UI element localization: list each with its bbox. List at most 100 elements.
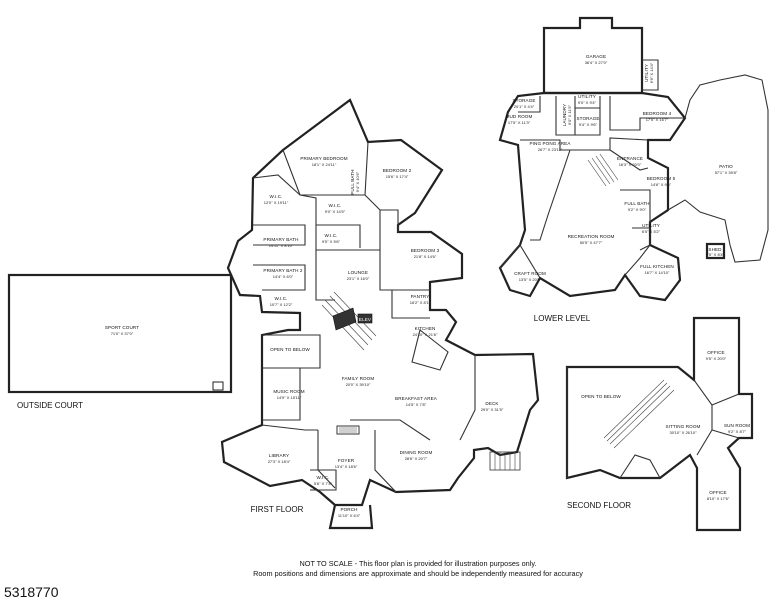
lower-level-label: LOWER LEVEL (534, 314, 591, 323)
room-dim: 11'10" X 6'4" (338, 513, 361, 518)
room-name: SITTING ROOM (666, 424, 701, 429)
room-name: PING PONG AREA (530, 141, 572, 146)
room-name: PANTRY (411, 294, 430, 299)
room-name: LOUNGE (348, 270, 368, 275)
room-name: BEDROOM 5 (647, 176, 676, 181)
room-name: RECREATION ROOM (568, 234, 615, 239)
sport-court-dim: 71'0" X 37'0" (111, 331, 134, 336)
room-dim: 50'5" X 47'7" (580, 240, 603, 245)
room-dim: 16'7" X 14'10" (645, 270, 670, 275)
room-dim: 30'10" X 26'10" (669, 430, 697, 435)
room-dim: 21'8" X 14'6" (414, 254, 437, 259)
room-name: LAUNDRY (562, 104, 567, 127)
room-dim: 13'4" X 18'6" (335, 464, 358, 469)
room-dim: 12'0" X 19'11" (264, 200, 289, 205)
room-name: SHED (708, 247, 722, 252)
shed-outline (705, 242, 726, 260)
room-name: ENTRANCE (617, 156, 643, 161)
room-dim: 14'9" X 15'11" (277, 395, 302, 400)
room-name: UTILITY (642, 223, 660, 228)
sport-court-outline (7, 273, 233, 394)
room-name: FAMILY ROOM (342, 376, 375, 381)
garage-outline (542, 16, 644, 95)
room-name: PRIMARY BATH 2 (263, 268, 303, 273)
room-dim: 9'0" X 9'4" (578, 100, 597, 105)
outside-court-section: SPORT COURT 71'0" X 37'0" OUTSIDE COURT (7, 273, 233, 410)
room-dim: 6'9" X 14'4" (649, 62, 654, 83)
room-dim: 27'3" X 18'4" (268, 459, 291, 464)
room-name: W.I.C. (274, 296, 287, 301)
room-name: UTILITY (644, 64, 649, 82)
room-name: OFFICE (707, 350, 724, 355)
elev-block (357, 313, 373, 324)
room-dim: 5'6" X 7'4" (314, 481, 333, 486)
room-name: BEDROOM 4 (643, 111, 672, 116)
room-dim: 9'4" X 9'6" (579, 122, 598, 127)
disclaimer-line-1: NOT TO SCALE - This floor plan is provid… (300, 559, 537, 568)
room-dim: 57'1" X 39'8" (715, 170, 738, 175)
room-dim: 28'6" X 20'7" (405, 456, 428, 461)
room-name: FULL BATH (350, 169, 355, 194)
room-dim: 26'7" X 23'11" (538, 147, 563, 152)
fireplace (336, 425, 360, 435)
room-name: FULL BATH (624, 201, 649, 206)
outside-court-label: OUTSIDE COURT (17, 401, 83, 410)
room-name: BEDROOM 2 (383, 168, 412, 173)
room-dim: 9'0" X 14'5" (325, 209, 346, 214)
room-name: ELEV (359, 317, 372, 322)
room-name: GARAGE (586, 54, 606, 59)
disclaimer-line-2: Room positions and dimensions are approx… (253, 569, 583, 578)
room-name: W.I.C. (269, 194, 282, 199)
sport-court-name: SPORT COURT (105, 325, 139, 330)
room-dim: 14'6" X 9'6" (651, 182, 672, 187)
room-dim: 6'5" X 5'2" (642, 229, 661, 234)
room-name: PATIO (719, 164, 733, 169)
room-name: STORAGE (576, 116, 599, 121)
room-dim: 17'5" X 11'3" (508, 120, 531, 125)
room-dim: 5'5" X 8'4" (706, 252, 725, 257)
first-floor-label: FIRST FLOOR (251, 505, 304, 514)
room-dim: 9'5" X 5'6" (322, 239, 341, 244)
second-floor-section: OFFICE 9'5" X 20'0" OPEN TO BELOW SITTIN… (565, 316, 754, 532)
room-name: OPEN TO BELOW (270, 347, 310, 352)
room-name: W.I.C. (328, 203, 341, 208)
room-name: OPEN TO BELOW (581, 394, 621, 399)
room-name: LIBRARY (269, 453, 289, 458)
room-dim: 9'4" X 10'6" (355, 171, 360, 192)
room-name: FULL KITCHEN (640, 264, 674, 269)
room-name: DINING ROOM (400, 450, 433, 455)
court-gate (212, 381, 224, 391)
second-floor-label: SECOND FLOOR (567, 501, 631, 510)
room-dim: 9'2" X 8'7" (728, 429, 747, 434)
room-dim: 24'10" X 21'6" (413, 332, 438, 337)
room-name: W.I.C. (324, 233, 337, 238)
room-dim: 16'3" X 20'0" (619, 162, 642, 167)
room-dim: 20'1" X 4'4" (514, 104, 535, 109)
room-name: PRIMARY BEDROOM (300, 156, 347, 161)
room-name: MUD ROOM (506, 114, 533, 119)
room-dim: 9'2" X 9'0" (628, 207, 647, 212)
room-name: UTILITY (578, 94, 596, 99)
room-dim: 36'4" X 27'0" (585, 60, 608, 65)
room-name: STORAGE (512, 98, 535, 103)
room-name: FOYER (338, 458, 355, 463)
first-floor-section: PRIMARY BEDROOM 18'1" X 24'11" BEDROOM 2… (220, 98, 540, 530)
room-dim: 29'0" X 31'5" (481, 407, 504, 412)
room-dim: 15'6" X 17'4" (386, 174, 409, 179)
room-name: BEDROOM 3 (411, 248, 440, 253)
room-dim: 9'5" X 20'0" (706, 356, 727, 361)
room-dim: 20'0" X 39'10" (346, 382, 371, 387)
room-dim: 8'10" X 17'6" (707, 496, 730, 501)
room-dim: 9'0" X 11'5" (567, 104, 572, 125)
porch-outline (328, 504, 374, 530)
room-dim: 14'5" X 7'8" (406, 402, 427, 407)
room-name: KITCHEN (415, 326, 436, 331)
second-floor-outline (565, 316, 754, 532)
second-floor-stair (603, 379, 675, 449)
room-name: PRIMARY BATH (263, 237, 298, 242)
room-dim: 14'4" X 6'0" (273, 274, 294, 279)
lower-level-section: GARAGE 36'4" X 27'0" STORAGE 20'1" X 4'4… (498, 16, 769, 323)
lower-level-outline (498, 91, 687, 302)
room-name: BREAKFAST AREA (395, 396, 438, 401)
